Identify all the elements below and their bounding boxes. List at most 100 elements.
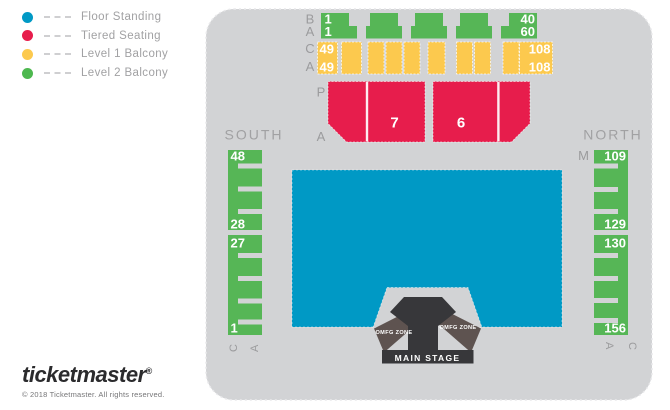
- main-stage-label: MAIN STAGE: [395, 353, 461, 363]
- notch: [238, 209, 264, 214]
- level2-balcony-dot-icon: [22, 67, 33, 79]
- footer: ticketmaster® © 2018 Ticketmaster. All r…: [22, 362, 165, 399]
- legend-dash: [44, 34, 71, 37]
- registered-mark: ®: [145, 366, 153, 376]
- seat-number: 49: [320, 60, 334, 75]
- aisle-label-c: C: [228, 344, 240, 352]
- seat-number: 60: [521, 24, 535, 39]
- row-label-a: A: [317, 129, 326, 144]
- notch: [593, 187, 618, 192]
- north-title: NORTH: [583, 127, 643, 143]
- notch: [593, 163, 618, 169]
- section-block[interactable]: [385, 41, 403, 75]
- seat-number: 49: [320, 42, 334, 57]
- seat-number: 108: [529, 60, 551, 75]
- section-number: 7: [390, 115, 398, 132]
- section-block[interactable]: [367, 41, 385, 75]
- omfg-zone-right[interactable]: [436, 309, 481, 353]
- aisle-label-c: C: [626, 342, 638, 350]
- seat-number: 1: [325, 12, 332, 27]
- seat-number: 156: [604, 321, 626, 336]
- legend-label: Level 2 Balcony: [81, 67, 169, 80]
- seat-number: 27: [231, 236, 245, 251]
- notch: [593, 276, 618, 281]
- floor-standing-dot-icon: [22, 11, 33, 23]
- section-block[interactable]: [456, 41, 473, 75]
- seat-number: 1: [231, 321, 238, 336]
- section-block[interactable]: [411, 13, 447, 39]
- legend-item-tiered-seating: Tiered Seating: [22, 27, 168, 46]
- section-divider: [365, 82, 369, 142]
- ticketmaster-logo: ticketmaster®: [22, 362, 165, 388]
- south-balcony: SOUTH 48 28 27 1 C A: [225, 127, 284, 353]
- tiered-seating-dot-icon: [22, 30, 33, 42]
- stage-area: OMFG ZONE OMFG ZONE MAIN STAGE: [372, 287, 483, 364]
- seat-number: 109: [604, 149, 626, 164]
- notch: [238, 319, 264, 325]
- section-block[interactable]: [501, 13, 537, 39]
- level2-balcony-top: 1 1 40 60 B A: [306, 12, 537, 39]
- notch: [593, 209, 618, 214]
- brand-text: ticketmaster: [22, 362, 146, 387]
- seat-number: 1: [325, 24, 332, 39]
- row-label-a: A: [306, 59, 315, 74]
- section-block[interactable]: [321, 13, 357, 39]
- row-notches: [238, 163, 264, 325]
- tiered-seating: 7 6 P A: [317, 81, 531, 144]
- row-label-c: C: [305, 41, 314, 56]
- copyright-text: © 2018 Ticketmaster. All rights reserved…: [22, 390, 165, 399]
- seat-number: 130: [604, 236, 626, 251]
- section-block[interactable]: [228, 235, 262, 335]
- section-block[interactable]: [427, 41, 446, 75]
- section-block[interactable]: [474, 41, 491, 75]
- legend-item-floor-standing: Floor Standing: [22, 8, 168, 27]
- legend-dash: [44, 53, 71, 56]
- section-block-7[interactable]: [327, 81, 426, 143]
- section-block[interactable]: [341, 41, 362, 75]
- section-block[interactable]: [456, 13, 492, 39]
- seat-number: 28: [231, 217, 245, 232]
- level1-balcony-dot-icon: [22, 48, 33, 60]
- section-block[interactable]: [317, 41, 338, 75]
- level1-balcony-top: [317, 41, 553, 75]
- aisle-label-a: A: [603, 342, 615, 350]
- legend-item-level1-balcony: Level 1 Balcony: [22, 45, 168, 64]
- row-label-p: P: [317, 85, 326, 100]
- section-block[interactable]: [403, 41, 421, 75]
- notch: [238, 253, 264, 258]
- legend-label: Floor Standing: [81, 11, 162, 24]
- legend-dash: [44, 16, 71, 19]
- omfg-zone-label: OMFG ZONE: [439, 325, 476, 331]
- notch: [238, 276, 264, 281]
- notch: [238, 163, 264, 169]
- legend-dash: [44, 72, 71, 75]
- main-stage: [382, 297, 474, 364]
- section-block-6[interactable]: [432, 81, 531, 143]
- section-block[interactable]: [366, 13, 402, 39]
- row-label-m: M: [578, 148, 589, 163]
- row-notches: [593, 163, 618, 323]
- section-block[interactable]: [519, 41, 553, 75]
- omfg-zone-label: OMFG ZONE: [375, 330, 412, 336]
- notch: [593, 298, 618, 303]
- row-label-a: A: [306, 24, 315, 39]
- row-label-b: B: [306, 12, 315, 27]
- legend-label: Level 1 Balcony: [81, 48, 169, 61]
- south-title: SOUTH: [225, 127, 284, 143]
- notch: [238, 298, 264, 304]
- notch: [593, 253, 618, 258]
- notch: [593, 318, 618, 323]
- section-block[interactable]: [502, 41, 520, 75]
- seat-number: 108: [529, 42, 551, 57]
- seat-number: 129: [604, 217, 626, 232]
- seat-number: 48: [231, 149, 245, 164]
- aisle-label-a: A: [249, 344, 261, 352]
- seat-number: 40: [521, 12, 535, 27]
- legend-label: Tiered Seating: [81, 29, 161, 42]
- section-divider: [497, 82, 500, 142]
- legend-item-level2-balcony: Level 2 Balcony: [22, 64, 168, 83]
- notch: [238, 186, 264, 192]
- level1-balcony-labels: 49 49 108 108 C A: [305, 41, 550, 75]
- legend: Floor Standing Tiered Seating Level 1 Ba…: [22, 8, 168, 82]
